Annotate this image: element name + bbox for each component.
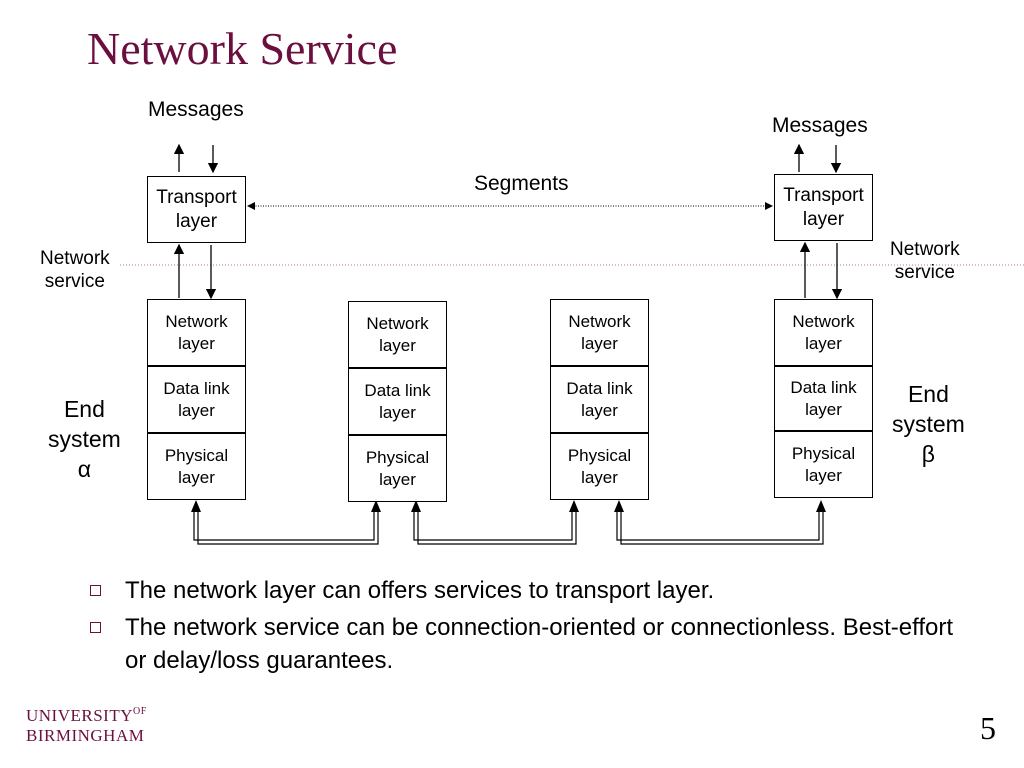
network-service-label-left: Network service	[40, 248, 110, 292]
physical-link-1	[193, 510, 379, 545]
physical-link-arrowheads	[191, 500, 826, 512]
segments-label: Segments	[474, 172, 569, 195]
physical-link-3	[616, 510, 824, 545]
square-bullet-icon	[90, 622, 101, 634]
messages-label-right: Messages	[772, 114, 868, 137]
bullet-list: The network layer can offers services to…	[90, 574, 970, 681]
square-bullet-icon	[90, 585, 101, 596]
physical-link-2	[413, 510, 577, 545]
bullet-item: The network service can be connection-or…	[90, 611, 970, 677]
bullet-item: The network layer can offers services to…	[90, 574, 970, 607]
network-service-label-right: Network service	[890, 239, 960, 283]
end-system-beta-label: End system β	[892, 381, 965, 467]
messages-label-left: Messages	[148, 98, 244, 121]
page-number: 5	[980, 710, 996, 746]
end-system-alpha-label: End system α	[48, 396, 121, 482]
university-logo: UNIVERSITYOF BIRMINGHAM	[26, 706, 147, 745]
slide-title: Network Service	[87, 23, 398, 74]
